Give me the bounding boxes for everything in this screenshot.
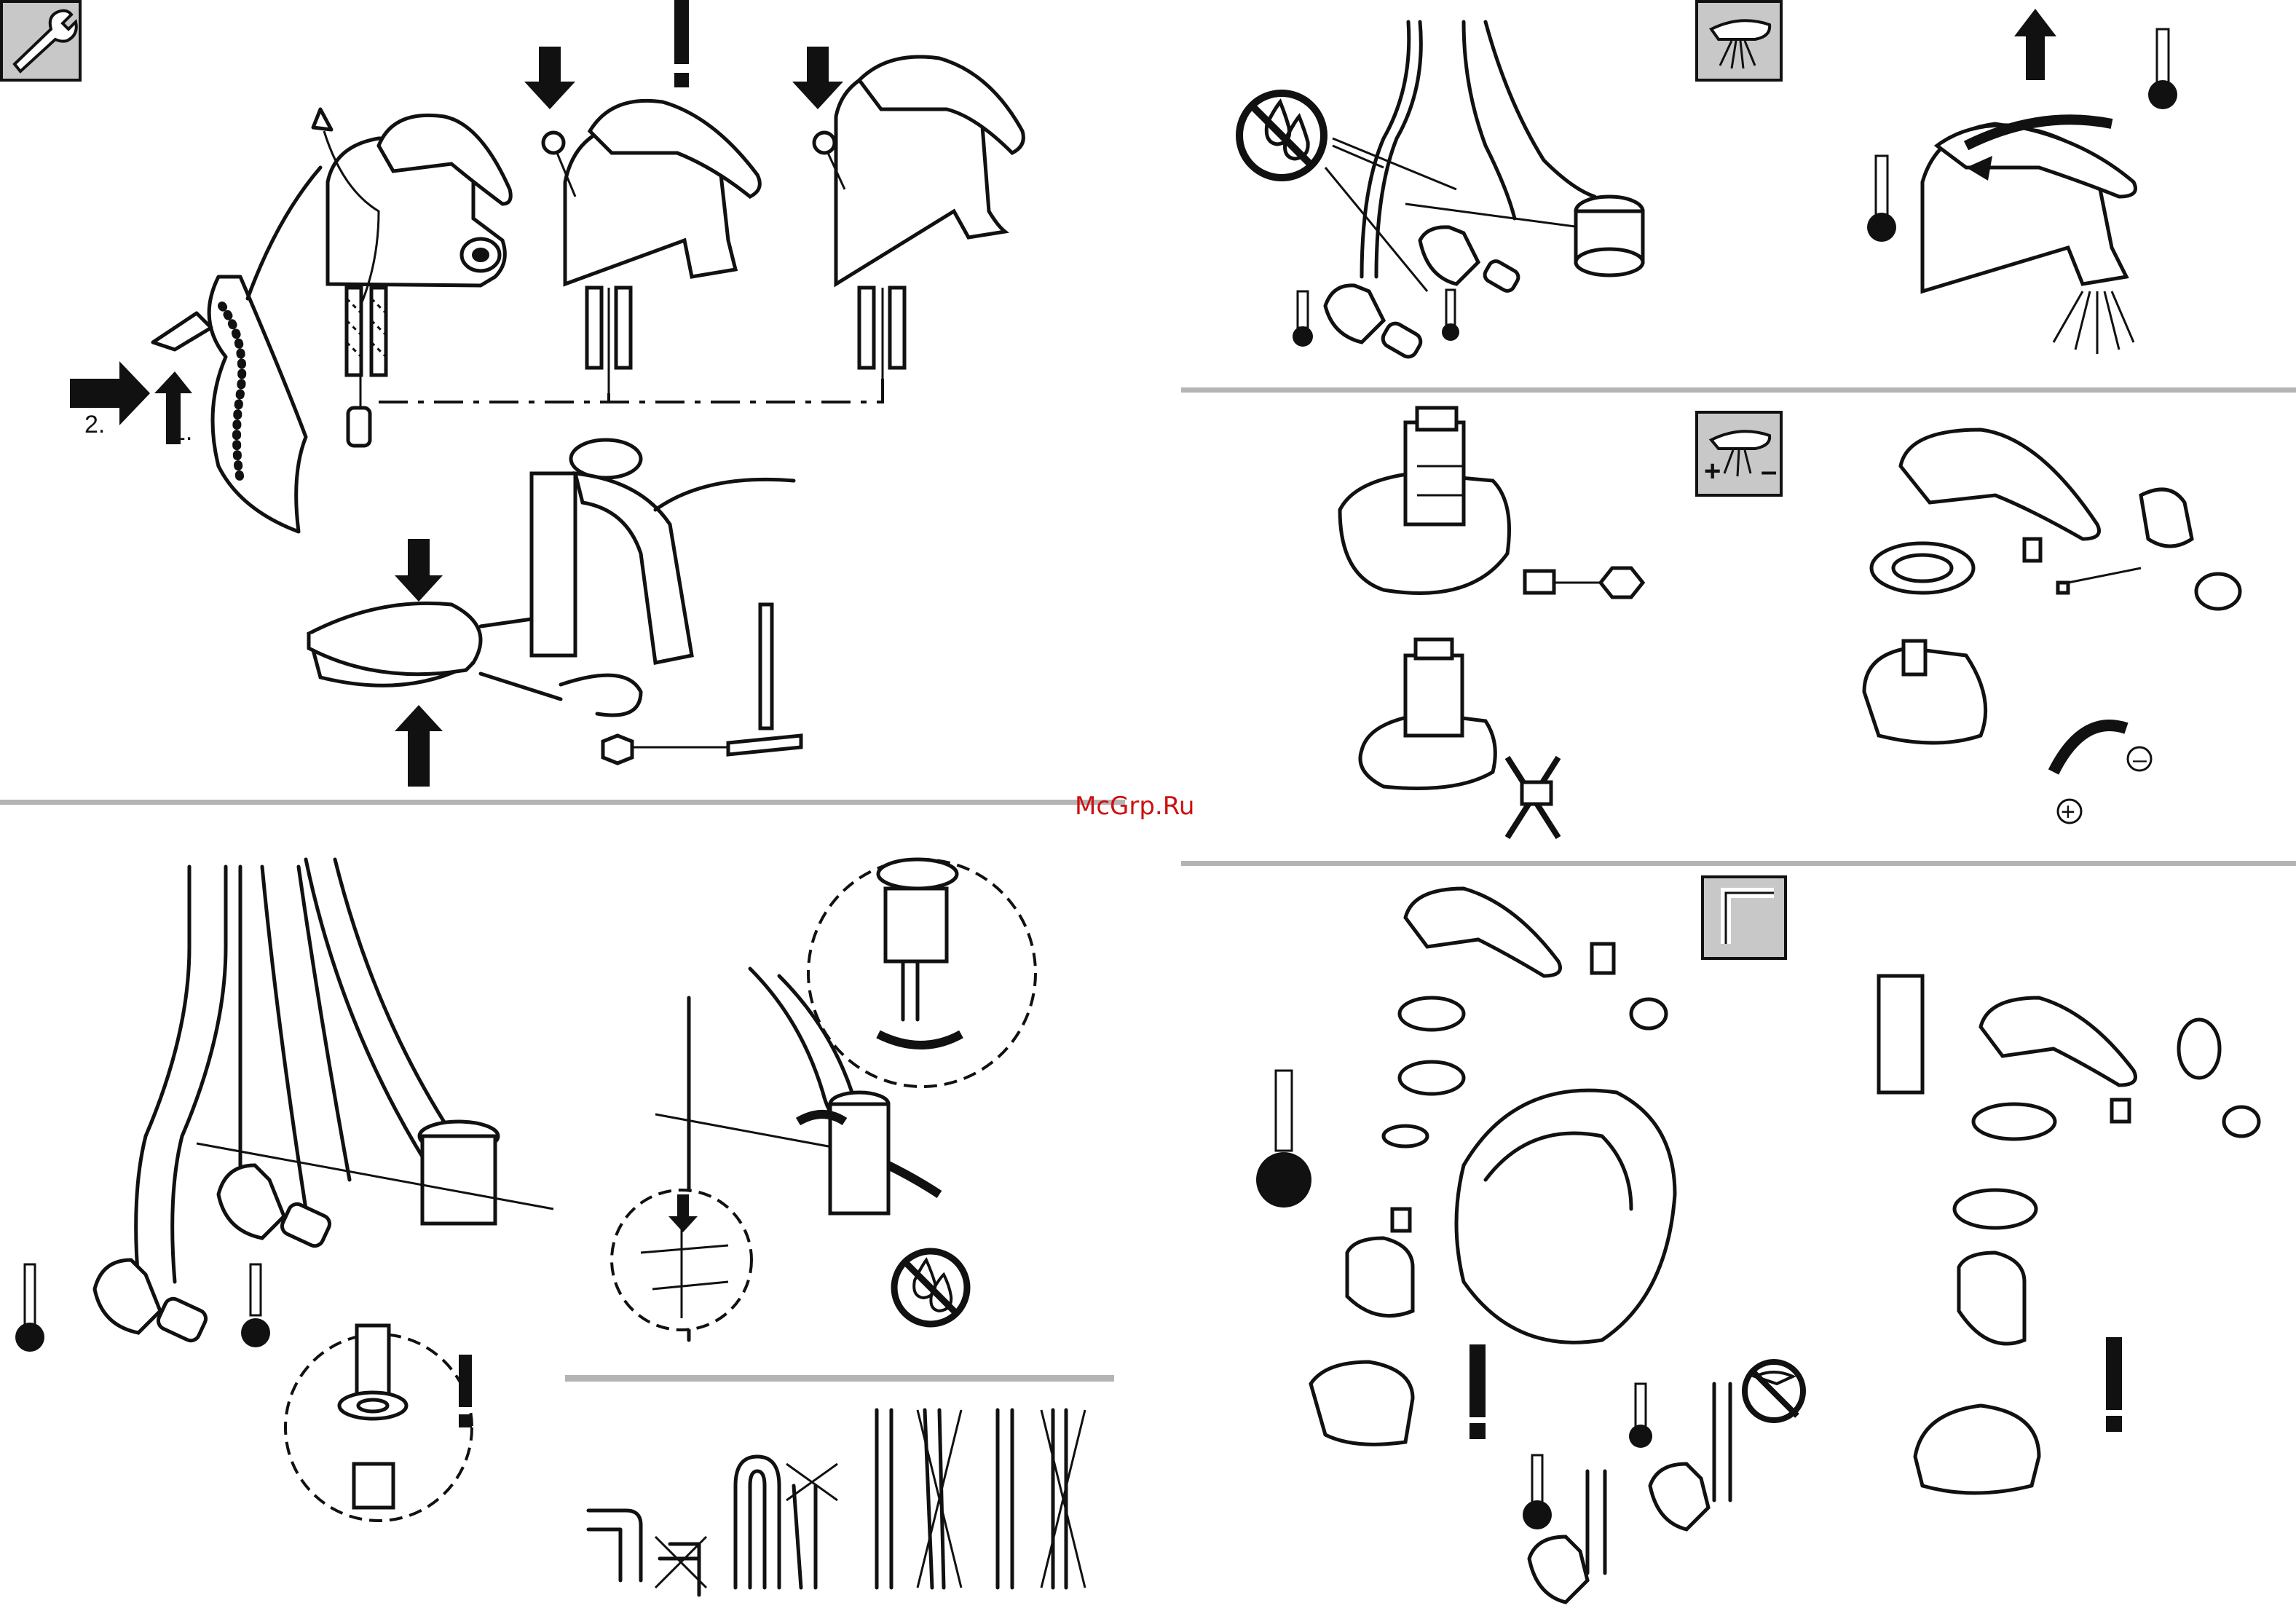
no-water-icon bbox=[894, 1251, 967, 1324]
step-label-2: 2. bbox=[84, 411, 105, 438]
divider-right-top bbox=[1181, 387, 2296, 393]
no-spray-icon bbox=[1745, 1362, 1803, 1420]
mounting-bracket-illustration bbox=[309, 440, 801, 763]
watermark: McGrp.Ru bbox=[1075, 792, 1194, 821]
plus-sign: + bbox=[1704, 455, 1721, 487]
arrow-down-icon bbox=[524, 47, 575, 109]
hose-connection-illustration bbox=[95, 859, 553, 1344]
thermometer-icon bbox=[2148, 29, 2177, 109]
cartridge-exploded-illustration bbox=[1879, 976, 2259, 1493]
step-label-1: 1. bbox=[172, 418, 192, 446]
thermometer-icon bbox=[15, 1264, 44, 1352]
mounting-detail: 2. 1. bbox=[70, 277, 306, 532]
detail-circle-illustration bbox=[612, 1190, 751, 1330]
temperature-limiter-illustration bbox=[1864, 430, 2240, 772]
arrow-up-icon bbox=[395, 705, 443, 787]
hose-variants-illustration bbox=[588, 1410, 1085, 1595]
no-water-icon bbox=[1239, 93, 1324, 178]
thermometer-icon bbox=[1629, 1384, 1652, 1448]
thermometer-icon bbox=[1523, 1455, 1552, 1529]
thermometer-icon bbox=[1293, 291, 1313, 347]
supply-hoses-illustration bbox=[1529, 1384, 1730, 1602]
minus-sign: – bbox=[1761, 455, 1777, 487]
arrow-down-icon bbox=[395, 539, 443, 602]
spray-icon bbox=[1697, 1, 1781, 80]
faucet-illustration bbox=[543, 101, 760, 393]
thermometer-icon bbox=[1867, 156, 1896, 242]
spray-plus-minus-icon: + – bbox=[1697, 412, 1781, 495]
thermometer-icon bbox=[1442, 290, 1459, 341]
thermometer-icon bbox=[241, 1264, 270, 1347]
hex-key-icon bbox=[1703, 877, 1786, 958]
exclamation-icon bbox=[1469, 1344, 1486, 1439]
wrench-icon bbox=[1, 1, 80, 80]
cartridge-exploded-illustration bbox=[1311, 889, 1675, 1444]
plus-circle-icon: + bbox=[2058, 798, 2081, 826]
cartridge-illustration bbox=[1360, 639, 1558, 838]
faucet-illustration bbox=[328, 115, 510, 375]
faucet-temperature-illustration bbox=[1922, 119, 2136, 354]
arrow-down-icon bbox=[792, 47, 843, 109]
arrow-up-icon bbox=[2014, 9, 2056, 80]
exclamation-icon bbox=[2106, 1337, 2122, 1432]
minus-circle-label: – bbox=[2133, 746, 2147, 773]
divider-bottom-middle bbox=[565, 1375, 1114, 1382]
faucet-illustration bbox=[814, 57, 1023, 393]
detail-circle-illustration bbox=[285, 1326, 472, 1521]
cartridge-illustration bbox=[1340, 408, 1643, 597]
divider-right-mid bbox=[1181, 861, 2296, 866]
thermometer-icon bbox=[1256, 1071, 1311, 1208]
plus-circle-label: + bbox=[2061, 798, 2075, 826]
exclamation-icon bbox=[674, 0, 689, 87]
divider-left bbox=[0, 800, 1125, 805]
supply-hoses-illustration bbox=[1325, 22, 1643, 360]
minus-circle-icon: – bbox=[2128, 746, 2151, 773]
detail-circle-illustration bbox=[808, 859, 1035, 1087]
